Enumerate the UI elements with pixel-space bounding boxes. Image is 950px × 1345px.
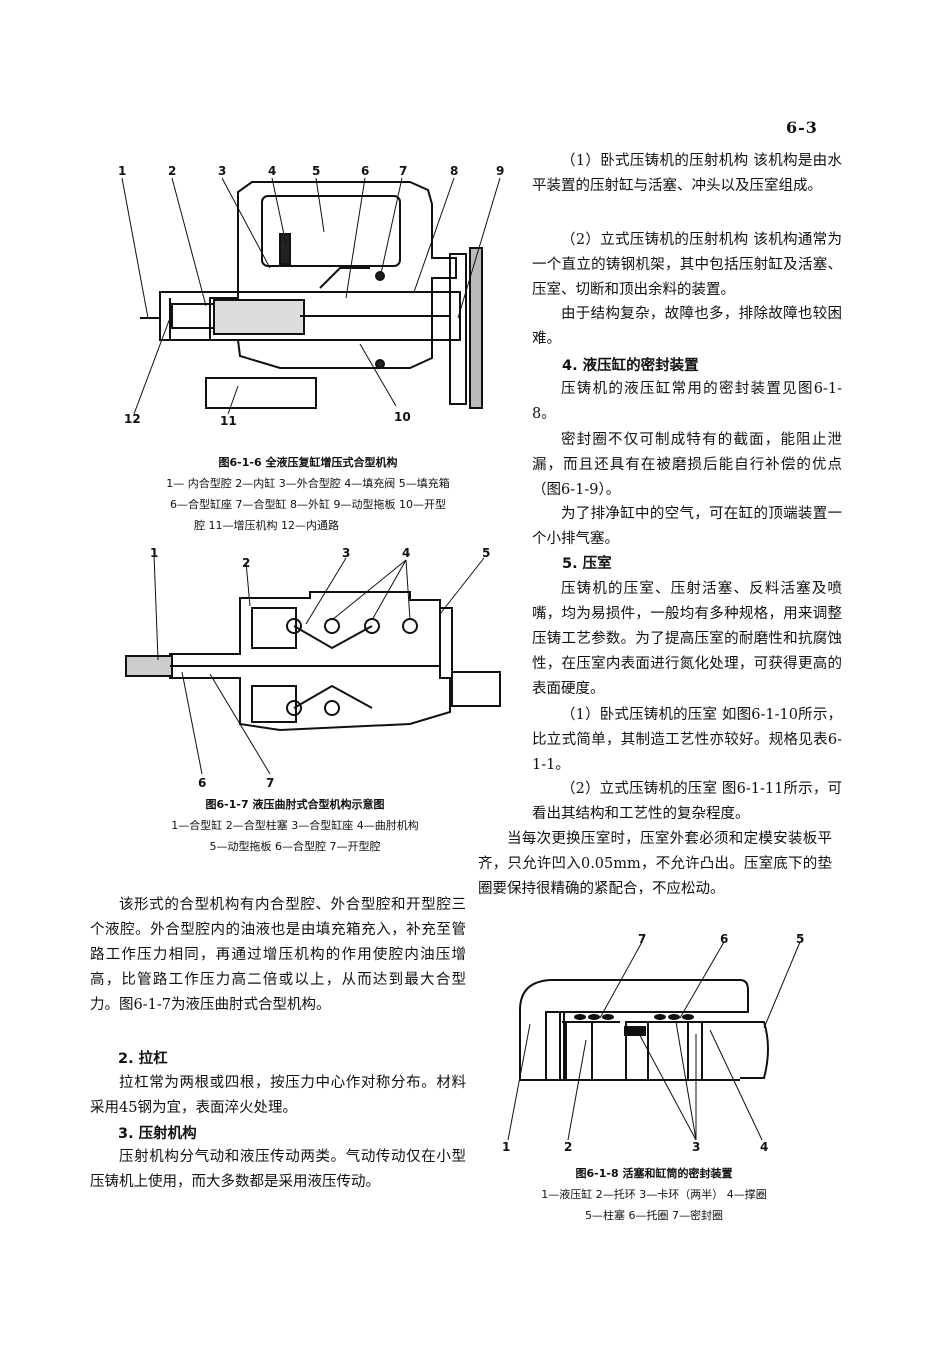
callout-3: 3 xyxy=(218,164,227,178)
figure-6-1-8-caption: 图6-1-8 活塞和缸筒的密封装置 1—液压缸 2—托环 3—卡环（两半） 4—… xyxy=(484,1163,824,1226)
callout-4: 4 xyxy=(760,1140,769,1154)
figure-6-1-7-legend-line: 5—动型拖板 6—合型腔 7—开型腔 xyxy=(209,840,381,853)
figure-6-1-6-title: 图6-1-6 全液压复缸增压式合型机构 xyxy=(218,456,398,469)
callout-9: 9 xyxy=(496,164,505,178)
callout-5: 5 xyxy=(482,546,491,560)
callout-2: 2 xyxy=(168,164,177,178)
callout-3: 3 xyxy=(692,1140,701,1154)
figure-6-1-6-legend-line: 6—合型缸座 7—合型缸 8—外缸 9—动型拖板 10—开型 xyxy=(170,498,446,511)
section-heading-3: 3. 压射机构 xyxy=(118,1126,197,1142)
section-heading-4: 4. 液压缸的密封装置 xyxy=(562,358,699,374)
callout-6: 6 xyxy=(361,164,370,178)
left-paragraph-1: 该形式的合型机构有内合型腔、外合型腔和开型腔三个液腔。外合型腔内的油液也是由填充… xyxy=(90,897,466,1013)
callout-8: 8 xyxy=(450,164,459,178)
callout-7: 7 xyxy=(266,776,275,790)
page-number: 6-3 xyxy=(786,118,818,137)
right-paragraph-10: 当每次更换压室时，压室外套必须和定模安装板平齐，只允许凹入0.05mm，不允许凸… xyxy=(478,831,832,897)
section-heading-2: 2. 拉杠 xyxy=(118,1051,168,1067)
callout-4: 4 xyxy=(402,546,411,560)
section-heading-5: 5. 压室 xyxy=(562,556,612,572)
callout-2: 2 xyxy=(242,556,251,570)
figure-6-1-7-legend-line: 1—合型缸 2—合型柱塞 3—合型缸座 4—曲肘机构 xyxy=(171,819,419,832)
figure-6-1-7: 1 2 3 4 5 6 7 xyxy=(110,546,501,790)
figure-6-1-8-legend-line: 1—液压缸 2—托环 3—卡环（两半） 4—撑圈 xyxy=(541,1188,767,1201)
figure-6-1-7-drawing xyxy=(125,553,501,775)
figure-6-1-8-legend-line: 5—柱塞 6—托圈 7—密封圈 xyxy=(585,1209,723,1222)
callout-5: 5 xyxy=(312,164,321,178)
right-paragraph-3: 由于结构复杂，故障也多，排除故障也较困难。 xyxy=(532,306,842,347)
figure-6-1-8-drawing xyxy=(507,941,801,1141)
callout-7: 7 xyxy=(399,164,408,178)
callout-12: 12 xyxy=(124,412,141,426)
right-paragraph-9: （2）立式压铸机的压室 图6-1-11所示，可看出其结构和工艺性的复杂程度。 xyxy=(532,781,842,822)
figure-6-1-8: 7 6 5 1 2 3 4 xyxy=(500,930,804,1160)
callout-6: 6 xyxy=(720,932,729,946)
right-paragraph-5: 密封圈不仅可制成特有的截面，能阻止泄漏，而且还具有在被磨损后能自行补偿的优点（图… xyxy=(532,432,842,498)
right-paragraph-7: 压铸机的压室、压射活塞、反料活塞及喷嘴，均为易损件，一般均有多种规格，用来调整压… xyxy=(532,581,842,697)
callout-1: 1 xyxy=(502,1140,511,1154)
callout-3: 3 xyxy=(342,546,351,560)
figure-6-1-6-legend-line: 1— 内合型腔 2—内缸 3—外合型腔 4—填充阀 5—填充箱 xyxy=(166,477,450,490)
figure-6-1-8-title: 图6-1-8 活塞和缸筒的密封装置 xyxy=(575,1167,733,1180)
callout-4: 4 xyxy=(268,164,277,178)
left-paragraph-3: 压射机构分气动和液压传动两类。气动传动仅在小型压铸机上使用，而大多数都是采用液压… xyxy=(90,1149,466,1190)
callout-2: 2 xyxy=(564,1140,573,1154)
callout-6: 6 xyxy=(198,776,207,790)
callout-5: 5 xyxy=(796,932,805,946)
callout-11: 11 xyxy=(220,414,237,428)
right-paragraph-8: （1）卧式压铸机的压室 如图6-1-10所示，比立式简单，其制造工艺性亦较好。规… xyxy=(532,707,842,773)
callout-1: 1 xyxy=(118,164,127,178)
figure-6-1-7-title: 图6-1-7 液压曲肘式合型机构示意图 xyxy=(205,798,385,811)
figure-6-1-6: 1 2 3 4 5 6 7 8 9 10 11 12 xyxy=(110,164,510,428)
figure-6-1-6-legend-line: 腔 11—增压机构 12—内通路 xyxy=(194,519,339,532)
callout-7: 7 xyxy=(638,932,647,946)
figure-6-1-7-caption: 图6-1-7 液压曲肘式合型机构示意图 1—合型缸 2—合型柱塞 3—合型缸座 … xyxy=(100,794,490,857)
right-paragraph-4: 压铸机的液压缸常用的密封装置见图6-1-8。 xyxy=(532,381,842,422)
right-paragraph-2: （2）立式压铸机的压射机构 该机构通常为一个直立的铸钢机架，其中包括压射缸及活塞… xyxy=(532,232,842,298)
callout-1: 1 xyxy=(150,546,159,560)
left-paragraph-2: 拉杠常为两根或四根，按压力中心作对称分布。材料采用45钢为宜，表面淬火处理。 xyxy=(90,1075,466,1116)
figure-6-1-6-caption: 图6-1-6 全液压复缸增压式合型机构 1— 内合型腔 2—内缸 3—外合型腔 … xyxy=(108,452,508,536)
callout-10: 10 xyxy=(394,410,411,424)
right-paragraph-6: 为了排净缸中的空气，可在缸的顶端装置一个小排气塞。 xyxy=(532,506,842,547)
right-paragraph-1: （1）卧式压铸机的压射机构 该机构是由水平装置的压射缸与活塞、冲头以及压室组成。 xyxy=(532,153,842,194)
figure-6-1-6-drawing xyxy=(121,177,501,415)
